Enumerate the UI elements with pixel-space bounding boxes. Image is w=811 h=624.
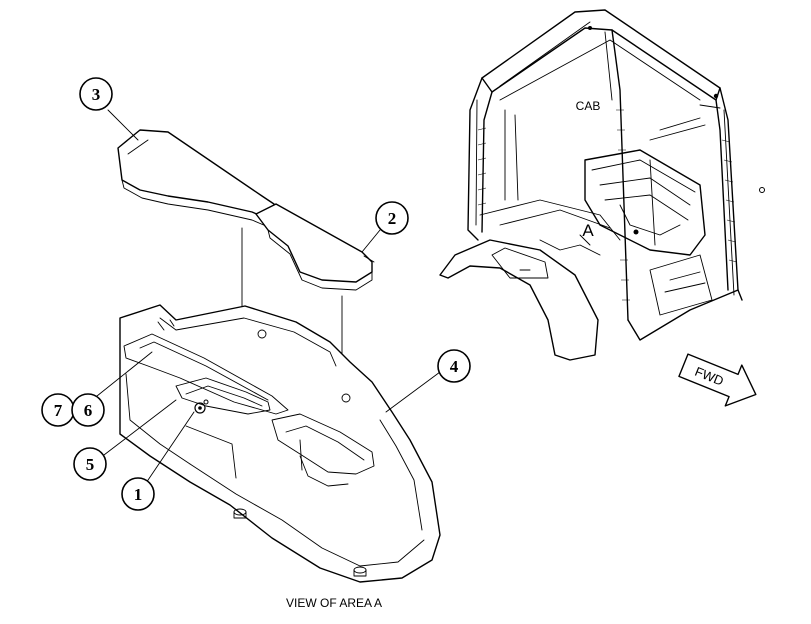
- callout-3: 3: [79, 77, 113, 111]
- area-a-marker: A: [582, 221, 594, 240]
- part-4-console-tub: [119, 304, 441, 583]
- callout-2: 2: [375, 201, 409, 235]
- callout-6: 6: [71, 393, 105, 427]
- callout-7-number: 7: [54, 401, 63, 420]
- callout-1-number: 1: [134, 485, 143, 504]
- callout-4: 4: [437, 349, 471, 383]
- callout-5: 5: [73, 447, 107, 481]
- leader-lines: [91, 109, 441, 487]
- callout-2-number: 2: [388, 209, 397, 228]
- callout-3-number: 3: [92, 85, 101, 104]
- view-caption: VIEW OF AREA A: [286, 596, 382, 610]
- callout-7: 7: [41, 393, 75, 427]
- callout-4-number: 4: [450, 357, 459, 376]
- part-2-cushion: [255, 203, 375, 291]
- callout-6-number: 6: [84, 401, 93, 420]
- part-3-cushion: [117, 129, 277, 227]
- forward-arrow: FWD: [678, 353, 757, 407]
- callout-5-number: 5: [86, 455, 95, 474]
- callout-1: 1: [121, 477, 155, 511]
- cab-illustration: [439, 9, 765, 361]
- cab-label: CAB: [576, 99, 601, 113]
